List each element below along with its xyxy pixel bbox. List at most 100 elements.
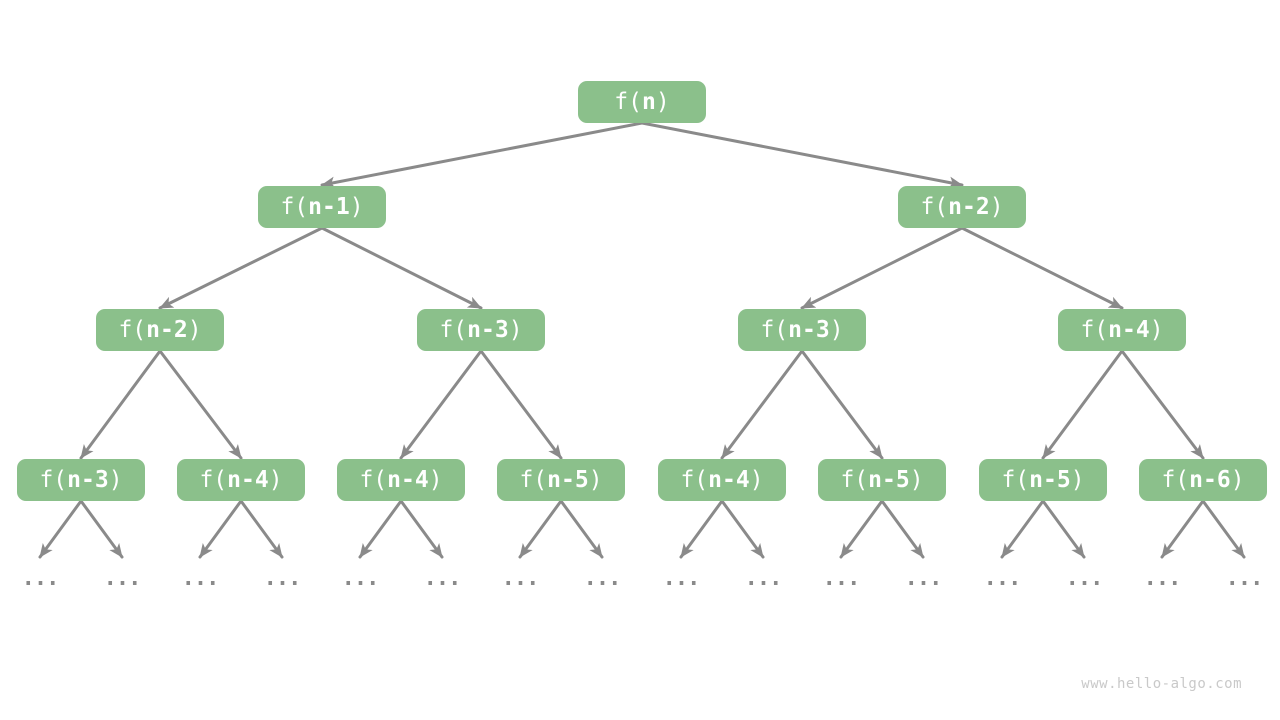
- tree-node: f(n-5): [818, 459, 946, 501]
- tree-node: f(n-3): [17, 459, 145, 501]
- node-label-suffix: ): [1070, 466, 1085, 493]
- node-label-prefix: f(: [439, 316, 468, 343]
- node-label-prefix: f(: [760, 316, 789, 343]
- node-label-arg: n-3: [788, 316, 830, 343]
- node-label-suffix: ): [108, 466, 123, 493]
- ellipsis-label: ...: [904, 566, 943, 591]
- tree-edge-arrow: [518, 499, 563, 559]
- node-label-arg: n-4: [708, 466, 750, 493]
- ellipsis-label: ...: [583, 566, 622, 591]
- node-label-suffix: ): [655, 88, 670, 115]
- node-label-prefix: f(: [1001, 466, 1030, 493]
- ellipsis-label: ...: [1143, 566, 1182, 591]
- node-label-prefix: f(: [840, 466, 869, 493]
- tree-node: f(n-4): [177, 459, 305, 501]
- tree-edge-arrow: [79, 499, 124, 559]
- node-label-suffix: ): [268, 466, 283, 493]
- tree-edge-arrow: [960, 226, 1124, 310]
- node-label-suffix: ): [989, 193, 1004, 220]
- node-label-prefix: f(: [614, 88, 642, 115]
- tree-node: f(n-2): [898, 186, 1026, 228]
- tree-node: f(n-6): [1139, 459, 1267, 501]
- node-label-suffix: ): [749, 466, 764, 493]
- tree-edge-arrow: [839, 499, 884, 559]
- ellipsis-label: ...: [263, 566, 302, 591]
- ellipsis-label: ...: [423, 566, 462, 591]
- node-label-suffix: ): [1149, 316, 1164, 343]
- node-label-suffix: ): [508, 316, 523, 343]
- ellipsis-label: ...: [501, 566, 540, 591]
- tree-edge-arrow: [800, 349, 884, 460]
- node-label-arg: n-4: [227, 466, 269, 493]
- tree-edge-arrow: [720, 499, 765, 559]
- node-label-suffix: ): [349, 193, 364, 220]
- node-label-prefix: f(: [199, 466, 228, 493]
- node-label-arg: n-4: [1108, 316, 1150, 343]
- tree-edge-arrow: [1041, 349, 1124, 460]
- node-label-arg: n-3: [67, 466, 109, 493]
- node-label-prefix: f(: [920, 193, 949, 220]
- tree-edge-arrow: [198, 499, 243, 559]
- node-label-prefix: f(: [39, 466, 68, 493]
- node-label-prefix: f(: [1080, 316, 1109, 343]
- ellipsis-label: ...: [103, 566, 142, 591]
- ellipsis-label: ...: [1065, 566, 1104, 591]
- ellipsis-label: ...: [822, 566, 861, 591]
- tree-edge-arrow: [1000, 499, 1045, 559]
- node-label-suffix: ): [1230, 466, 1245, 493]
- tree-edge-arrow: [1201, 499, 1246, 559]
- tree-edge-arrow: [239, 499, 284, 559]
- tree-edge-arrow: [399, 499, 444, 559]
- tree-node: f(n-3): [417, 309, 545, 351]
- ellipsis-label: ...: [341, 566, 380, 591]
- ellipsis-label: ...: [21, 566, 60, 591]
- node-label-arg: n-5: [1029, 466, 1071, 493]
- ellipsis-label: ...: [181, 566, 220, 591]
- tree-node: f(n-5): [497, 459, 625, 501]
- tree-edge-arrow: [640, 121, 964, 189]
- node-label-suffix: ): [829, 316, 844, 343]
- node-label-arg: n-6: [1189, 466, 1231, 493]
- tree-edge-arrow: [320, 121, 644, 189]
- node-label-prefix: f(: [359, 466, 388, 493]
- tree-edge-arrow: [399, 349, 483, 460]
- node-label-arg: n-2: [948, 193, 990, 220]
- tree-node: f(n): [578, 81, 706, 123]
- ellipsis-label: ...: [1225, 566, 1264, 591]
- tree-node: f(n-3): [738, 309, 866, 351]
- node-label-prefix: f(: [519, 466, 548, 493]
- node-label-prefix: f(: [680, 466, 709, 493]
- node-label-arg: n-1: [308, 193, 350, 220]
- node-label-prefix: f(: [118, 316, 147, 343]
- node-label-suffix: ): [588, 466, 603, 493]
- tree-node: f(n-4): [658, 459, 786, 501]
- tree-node: f(n-1): [258, 186, 386, 228]
- tree-node: f(n-4): [1058, 309, 1186, 351]
- node-label-suffix: ): [428, 466, 443, 493]
- tree-edge-arrow: [559, 499, 604, 559]
- tree-edge-arrow: [720, 349, 804, 460]
- tree-edge-arrow: [679, 499, 724, 559]
- tree-edge-arrow: [320, 226, 483, 310]
- tree-edge-arrow: [158, 226, 324, 310]
- node-label-arg: n-5: [868, 466, 910, 493]
- ellipsis-label: ...: [983, 566, 1022, 591]
- node-label-prefix: f(: [1161, 466, 1190, 493]
- node-label-arg: n-3: [467, 316, 509, 343]
- node-label-arg: n-2: [146, 316, 188, 343]
- tree-edge-arrow: [79, 349, 162, 460]
- tree-edge-arrow: [38, 499, 83, 559]
- ellipsis-label: ...: [662, 566, 701, 591]
- tree-edge-arrow: [880, 499, 925, 559]
- watermark-text: www.hello-algo.com: [1081, 676, 1242, 692]
- tree-edge-arrow: [358, 499, 403, 559]
- node-label-prefix: f(: [280, 193, 309, 220]
- tree-node: f(n-5): [979, 459, 1107, 501]
- tree-edge-arrow: [1160, 499, 1205, 559]
- node-label-suffix: ): [187, 316, 202, 343]
- tree-node: f(n-2): [96, 309, 224, 351]
- tree-edge-arrow: [479, 349, 563, 460]
- tree-edge-arrow: [800, 226, 964, 310]
